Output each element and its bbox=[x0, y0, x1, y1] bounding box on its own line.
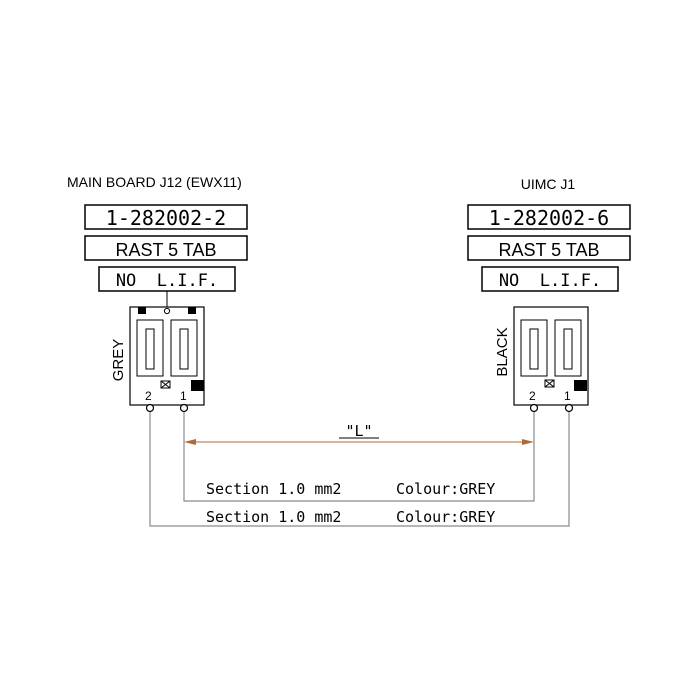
right-pin-1-label: 1 bbox=[564, 389, 571, 403]
left-cavity-2 bbox=[136, 319, 164, 377]
left-pin1-marker bbox=[191, 380, 204, 391]
right-connector-type-box bbox=[467, 235, 631, 261]
right-pin1-marker bbox=[574, 380, 587, 391]
right-part-number-box bbox=[467, 204, 631, 230]
length-label: "L" bbox=[345, 422, 372, 440]
left-housing-key bbox=[163, 307, 171, 315]
left-pin-2 bbox=[145, 403, 155, 413]
right-title: UIMC J1 bbox=[521, 176, 576, 192]
left-connector: MAIN BOARD J12 (EWX11) 1-282002-2 RAST 5… bbox=[67, 174, 248, 413]
left-pin-2-label: 2 bbox=[145, 389, 152, 403]
right-lif-box bbox=[481, 266, 619, 292]
right-polarization-mark bbox=[544, 379, 555, 388]
right-cavity-1-slot bbox=[563, 328, 573, 370]
left-lif: NO L.I.F. bbox=[116, 271, 218, 291]
wire-inner: Section 1.0 mm2 Colour:GREY bbox=[183, 412, 535, 502]
left-title: MAIN BOARD J12 (EWX11) bbox=[67, 174, 242, 190]
left-part-number: 1-282002-2 bbox=[106, 206, 226, 230]
right-pin-2 bbox=[529, 403, 539, 413]
wire-outer-path bbox=[149, 412, 570, 527]
right-cavity-2 bbox=[520, 319, 548, 377]
left-cavity-1 bbox=[170, 319, 198, 377]
left-cavity-2-slot bbox=[145, 328, 155, 370]
left-polarization-mark bbox=[160, 380, 171, 389]
right-pin-1 bbox=[564, 403, 574, 413]
left-pin-1-label: 1 bbox=[180, 389, 187, 403]
wire-outer-colour: Colour:GREY bbox=[396, 508, 495, 526]
length-arrow-right bbox=[522, 439, 534, 445]
left-connector-type: RAST 5 TAB bbox=[115, 240, 216, 260]
right-cavity-2-slot bbox=[529, 328, 539, 370]
wire-inner-path bbox=[183, 412, 535, 502]
left-part-number-box bbox=[84, 204, 248, 230]
right-cavity-1 bbox=[554, 319, 582, 377]
right-lif: NO L.I.F. bbox=[499, 271, 601, 291]
left-cavity-1-slot bbox=[179, 328, 189, 370]
wire-outer-section: Section 1.0 mm2 bbox=[206, 508, 341, 526]
right-connector: UIMC J1 1-282002-6 RAST 5 TAB NO L.I.F. … bbox=[467, 176, 631, 413]
left-housing-latch-left bbox=[138, 307, 146, 314]
right-housing-colour: BLACK bbox=[494, 327, 511, 376]
left-pin-1 bbox=[179, 403, 189, 413]
wire-inner-section: Section 1.0 mm2 bbox=[206, 480, 341, 498]
length-dimension: "L" bbox=[184, 422, 534, 445]
left-connector-type-box bbox=[84, 235, 248, 261]
wire-outer: Section 1.0 mm2 Colour:GREY bbox=[149, 412, 570, 527]
left-housing-latch-right bbox=[188, 307, 196, 314]
right-part-number: 1-282002-6 bbox=[489, 206, 609, 230]
right-pin-2-label: 2 bbox=[529, 389, 536, 403]
left-housing-colour: GREY bbox=[110, 339, 127, 382]
length-arrow-left bbox=[184, 439, 196, 445]
wire-inner-colour: Colour:GREY bbox=[396, 480, 495, 498]
right-connector-type: RAST 5 TAB bbox=[498, 240, 599, 260]
